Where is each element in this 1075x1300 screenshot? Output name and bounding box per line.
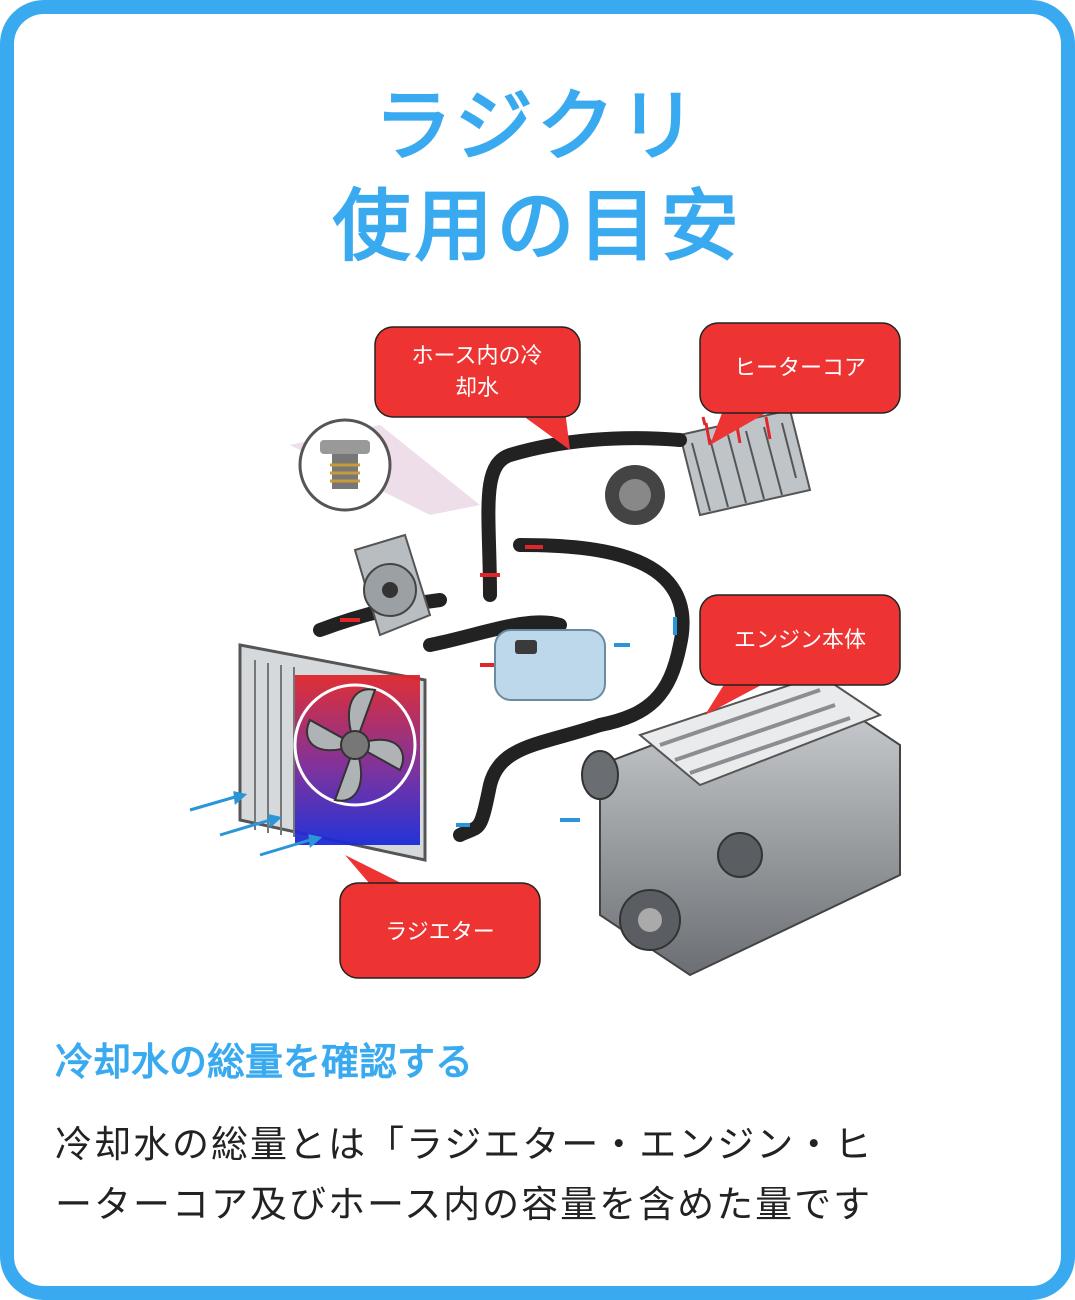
heater-core xyxy=(605,408,812,525)
callout-engine: エンジン本体 xyxy=(699,594,901,715)
callout-radiator: ラジエター xyxy=(339,855,541,979)
cooling-system-diagram: ホース内の冷 却水 ヒーターコア エンジン本体 ラジエター xyxy=(189,322,901,979)
coolant-reservoir xyxy=(494,629,606,701)
water-pump xyxy=(353,533,432,637)
title-line-1: ラジクリ xyxy=(374,82,701,172)
thermostat-inset xyxy=(290,418,480,515)
callout-hose: ホース内の冷 却水 xyxy=(374,326,581,450)
callout-engine-label: エンジン本体 xyxy=(734,628,866,653)
title-line-2: 使用の目安 xyxy=(332,182,743,272)
callout-heater-core: ヒーターコア xyxy=(699,322,901,445)
callout-hose-label-1: ホース内の冷 xyxy=(412,344,543,369)
callout-hose-label-2: 却水 xyxy=(455,376,499,401)
airflow-arrows xyxy=(189,791,323,857)
section-body-line-1: 冷却水の総量とは「ラジエター・エンジン・ヒ xyxy=(55,1123,874,1166)
radiator xyxy=(238,643,427,862)
section-heading: 冷却水の総量を確認する xyxy=(55,1040,474,1084)
flow-arrows xyxy=(340,545,677,827)
callout-heater-core-label: ヒーターコア xyxy=(734,356,866,381)
section-body: 冷却水の総量とは「ラジエター・エンジン・ヒ ーターコア及びホース内の容量を含めた… xyxy=(55,1115,1045,1235)
callout-radiator-label: ラジエター xyxy=(385,920,495,945)
section-body-line-2: ーターコア及びホース内の容量を含めた量です xyxy=(55,1183,873,1226)
